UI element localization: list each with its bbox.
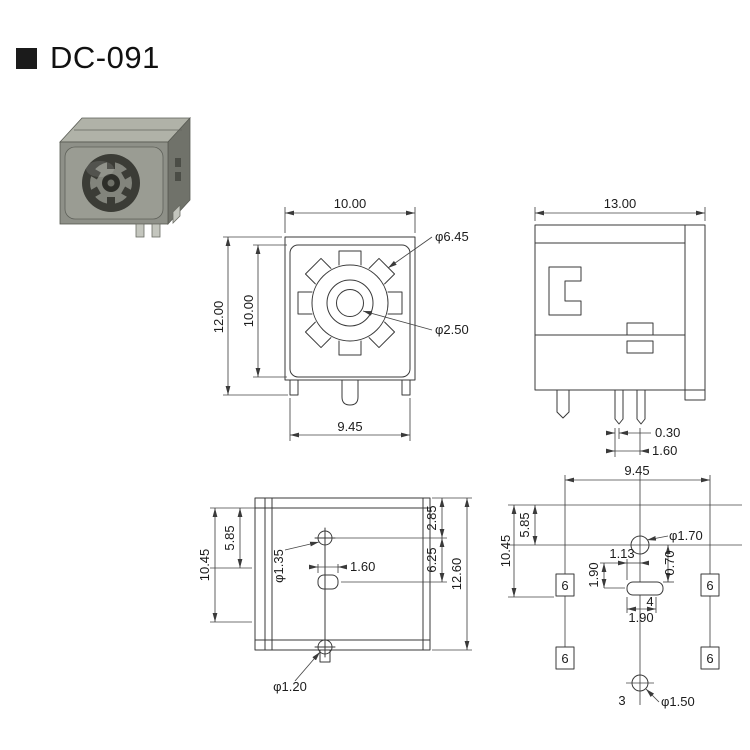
dim-fp-offset-outer: 10.45 — [500, 535, 513, 568]
front-view-dimension-lines — [223, 207, 433, 441]
label-pin-diameter: φ2.50 — [435, 322, 469, 337]
dim-side-width: 13.00 — [604, 196, 637, 211]
photo-dimple — [175, 172, 181, 181]
pad-outline — [555, 646, 575, 670]
label-fp-bottom-hole: φ1.50 — [661, 694, 695, 709]
dim-fp-4: 4 — [646, 594, 653, 609]
photo-leg — [172, 204, 181, 224]
dim-fp-0-70: 0.70 — [662, 550, 677, 575]
side-view-dimension-lines — [534, 207, 706, 457]
photo-dimple — [175, 158, 181, 167]
footprint-view-drawing: 9.45 5.85 10.45 φ1.70 1.13 1.90 0.70 4 1… — [500, 463, 742, 709]
title-bullet-icon — [16, 47, 37, 69]
dim-front-inner-height: 10.00 — [241, 295, 256, 328]
dim-front-bottom-width: 9.45 — [337, 419, 362, 434]
top-view-outline — [254, 497, 431, 663]
pad-label: 6 — [561, 578, 568, 593]
front-view-drawing: 10.00 12.00 10.00 9.45 φ6.45 φ2.50 — [211, 196, 469, 441]
top-view-drawing: 5.85 10.45 φ1.35 1.60 2.85 6.25 12.60 φ1… — [197, 497, 472, 694]
pad-outline — [700, 573, 720, 597]
front-view-outline — [284, 236, 416, 406]
label-top-hole-dia: φ1.35 — [271, 549, 286, 583]
photo-highlight — [86, 161, 114, 177]
dim-front-overall-height: 12.00 — [211, 301, 226, 334]
photo-leg — [151, 223, 161, 238]
pad-label: 6 — [706, 651, 713, 666]
photo-leg — [135, 223, 145, 238]
dim-fp-offset-inner: 5.85 — [517, 512, 532, 537]
label-ring-diameter: φ6.45 — [435, 229, 469, 244]
page-title: DC-091 — [50, 40, 160, 75]
top-view-dimension-lines — [210, 497, 472, 682]
pad-outline — [700, 646, 720, 670]
pad-outline — [555, 573, 575, 597]
photo-center-pin — [107, 179, 115, 187]
dim-fp-pad-span: 9.45 — [624, 463, 649, 478]
side-view-drawing: 13.00 0.30 1.60 — [534, 196, 706, 458]
label-fp-center-hole: φ1.70 — [669, 528, 703, 543]
dim-top-overall-height: 12.60 — [449, 558, 464, 591]
label-bottom-hole-dia: φ1.20 — [273, 679, 307, 694]
dim-fp-1-13: 1.13 — [609, 546, 634, 561]
component-photo — [59, 116, 191, 238]
dim-top-right-upper: 2.85 — [424, 505, 439, 530]
dim-top-slot-width: 1.60 — [350, 559, 375, 574]
footprint-features — [555, 535, 720, 692]
side-view-outline — [534, 224, 706, 425]
pad-label: 6 — [706, 578, 713, 593]
dim-fp-3: 3 — [618, 693, 625, 708]
dim-side-pin-offset: 0.30 — [655, 425, 680, 440]
dim-front-width: 10.00 — [334, 196, 367, 211]
dim-fp-1-90-v: 1.90 — [586, 562, 601, 587]
dim-side-pin-span: 1.60 — [652, 443, 677, 458]
dim-top-offset-outer: 10.45 — [197, 549, 212, 582]
title-row: DC-091 — [16, 40, 160, 76]
dim-top-offset-inner: 5.85 — [222, 525, 237, 550]
dim-top-right-mid: 6.25 — [424, 547, 439, 572]
photo-contact-notches — [89, 160, 133, 206]
footprint-construction-lines — [508, 475, 742, 705]
dim-fp-1-90-h: 1.90 — [628, 610, 653, 625]
pad-label: 6 — [561, 651, 568, 666]
